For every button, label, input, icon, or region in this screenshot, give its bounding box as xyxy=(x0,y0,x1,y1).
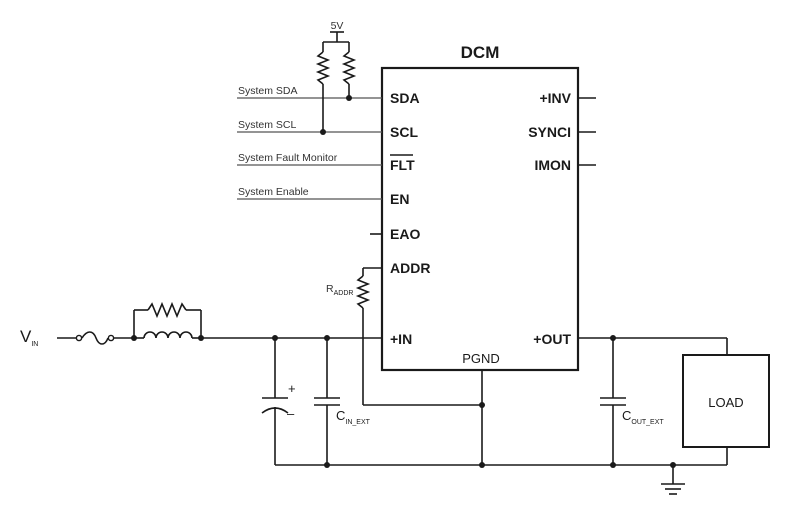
dcm-body xyxy=(380,66,580,372)
cin-ext-capacitor: CIN_EXT xyxy=(314,338,371,465)
fuse-terminal-right xyxy=(107,334,115,342)
system-enable-label: System Enable xyxy=(238,186,309,198)
pullup-resistors: 5V xyxy=(315,20,357,135)
pgnd-connection xyxy=(479,370,485,465)
pin-in-plus: +IN xyxy=(390,331,412,347)
supply-5v-label: 5V xyxy=(331,20,344,32)
pin-out-plus: +OUT xyxy=(533,331,571,347)
system-sda-label: System SDA xyxy=(238,85,298,97)
vin-label: VIN xyxy=(20,327,38,348)
pin-flt: FLT xyxy=(390,157,415,173)
output-path: COUT_EXT xyxy=(578,335,728,465)
load-box xyxy=(682,354,770,448)
load-block: LOAD xyxy=(682,354,770,465)
right-pin-stubs xyxy=(578,97,596,166)
system-fault-monitor-label: System Fault Monitor xyxy=(238,152,338,164)
input-path: VIN xyxy=(20,301,382,348)
dcm-module: DCM SDA SCL FLT EN EAO ADDR +IN +INV SYN… xyxy=(380,43,580,372)
pin-inv-plus: +INV xyxy=(539,90,571,106)
damping-resistor xyxy=(147,301,187,319)
pin-eao: EAO xyxy=(390,226,420,242)
r-addr-label: RADDR xyxy=(326,283,353,297)
ground-rail xyxy=(275,462,727,495)
cin-ext-label: CIN_EXT xyxy=(336,408,371,426)
system-scl-label: System SCL xyxy=(238,119,297,131)
fuse-symbol xyxy=(81,331,109,345)
r-addr-resistor: RADDR xyxy=(326,267,482,406)
pin-pgnd: PGND xyxy=(462,351,500,366)
input-inductor xyxy=(143,331,193,339)
cout-ext-label: COUT_EXT xyxy=(622,408,664,426)
bulk-cap-minus: – xyxy=(287,406,295,421)
pin-synci: SYNCI xyxy=(528,124,571,140)
load-label: LOAD xyxy=(708,395,743,410)
pin-scl: SCL xyxy=(390,124,418,140)
fuse-terminal-left xyxy=(75,334,83,342)
input-bulk-capacitor: + – xyxy=(261,338,296,465)
system-signal-lines: System SDA System SCL System Fault Monit… xyxy=(237,85,382,235)
pin-addr: ADDR xyxy=(390,260,430,276)
pin-sda: SDA xyxy=(390,90,420,106)
pin-imon: IMON xyxy=(534,157,571,173)
dcm-title: DCM xyxy=(461,43,500,62)
bulk-cap-plus: + xyxy=(288,381,296,396)
pin-en: EN xyxy=(390,191,409,207)
